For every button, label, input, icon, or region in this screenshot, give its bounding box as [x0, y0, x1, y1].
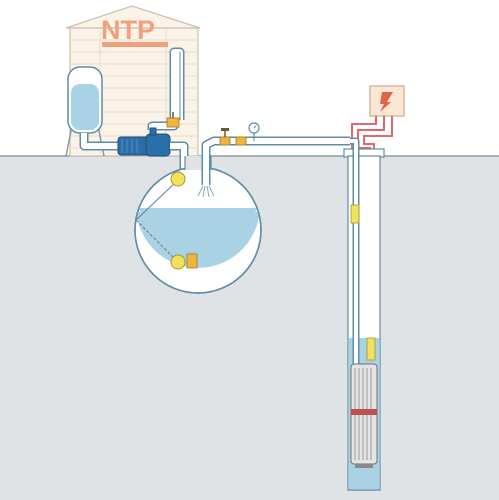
pressure-gauge-icon	[248, 122, 260, 141]
house-valve-icon	[166, 112, 180, 128]
riser-pipe	[350, 137, 360, 364]
underground-tank-icon	[134, 156, 262, 294]
surface-pump-icon	[117, 127, 171, 157]
submersible-pump-icon	[350, 363, 378, 468]
gate-valve-icon	[235, 136, 247, 146]
foot-valve-icon	[186, 253, 198, 269]
float-switch-icon	[135, 171, 186, 270]
logo-text: NTP	[101, 15, 155, 45]
water-spray-icon	[197, 185, 215, 198]
tank-to-pump-pipe	[79, 133, 118, 151]
electric-control-box-icon	[369, 85, 405, 117]
cable-clamp-icon	[350, 204, 376, 361]
well-delivery-pipe	[201, 136, 350, 185]
check-valve-icon	[219, 128, 231, 146]
brand-logo: NTP	[101, 15, 168, 47]
house-supply-pipe	[147, 47, 185, 131]
